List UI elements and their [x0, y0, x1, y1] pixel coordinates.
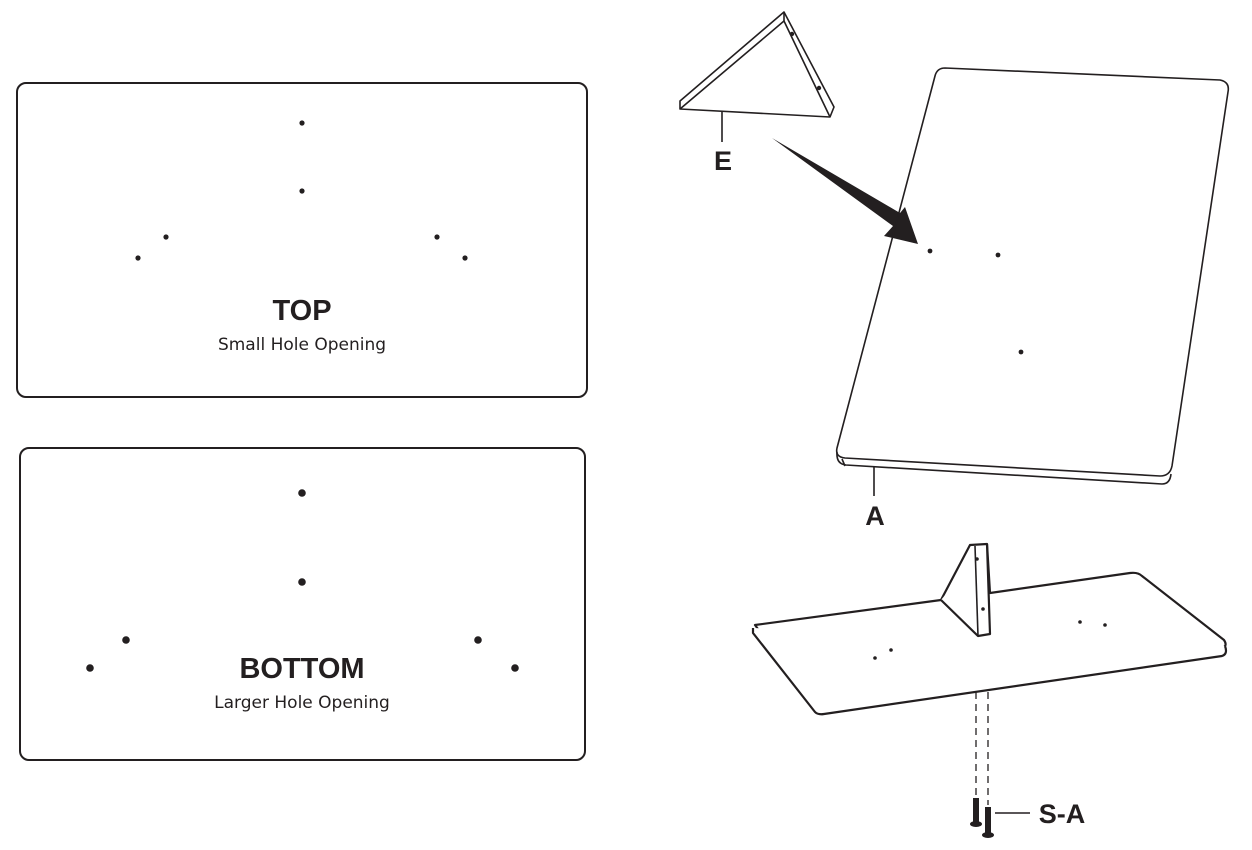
hole [299, 120, 305, 126]
bottom-panel: BOTTOM Larger Hole Opening [19, 447, 586, 761]
bottom-subtitle: Larger Hole Opening [214, 693, 390, 713]
hole [299, 188, 305, 194]
screw-icon [982, 807, 994, 838]
bottom-title: BOTTOM [239, 653, 364, 685]
top-hole-pattern [135, 120, 468, 261]
direction-arrow-icon [772, 138, 918, 244]
hole [298, 489, 306, 497]
hole [86, 664, 94, 672]
tabletop-a-illustration: A [835, 67, 1230, 531]
hole [462, 255, 468, 261]
hole [135, 255, 141, 261]
part-label-s-a: S-A [1039, 799, 1086, 829]
bracket-e-illustration: E [679, 11, 835, 176]
screw-icon [970, 798, 982, 827]
top-panel-frame [16, 82, 588, 398]
hole [298, 578, 306, 586]
hole [163, 234, 169, 240]
bottom-hole-pattern [86, 489, 519, 672]
hole [474, 636, 482, 644]
base-assembly-illustration: S-A [751, 542, 1228, 838]
part-label-a: A [865, 501, 885, 531]
hole [511, 664, 519, 672]
part-label-e: E [714, 146, 732, 176]
hole [122, 636, 130, 644]
top-title: TOP [272, 295, 331, 327]
bottom-panel-frame [19, 447, 586, 761]
top-subtitle: Small Hole Opening [218, 335, 386, 355]
top-panel: TOP Small Hole Opening [16, 82, 588, 398]
hole [434, 234, 440, 240]
